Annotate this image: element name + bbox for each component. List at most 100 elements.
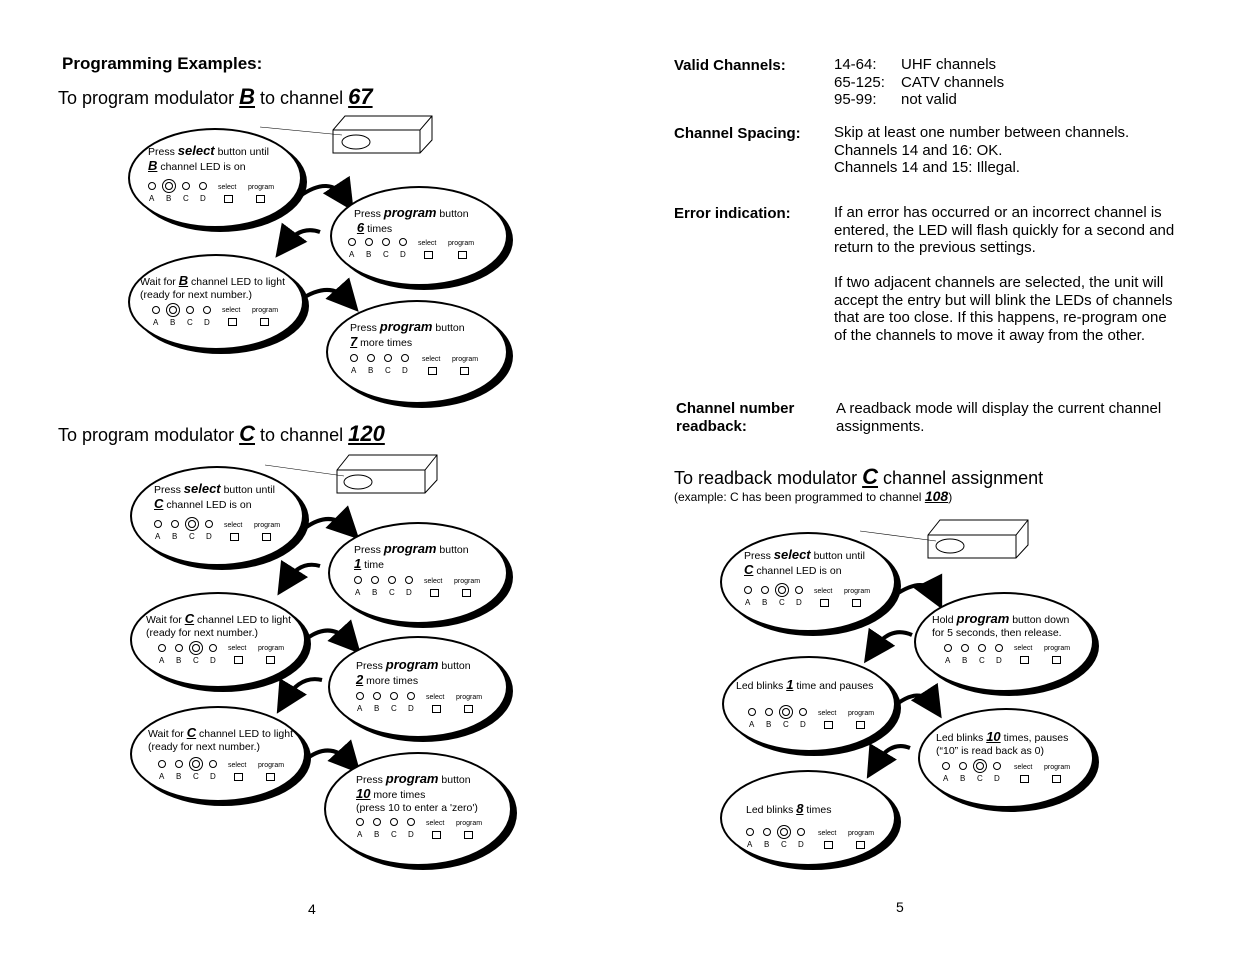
program-label: program bbox=[1044, 764, 1071, 771]
program-label: program bbox=[454, 578, 481, 585]
select-label: select bbox=[1014, 764, 1033, 771]
bubble-text: Wait for C channel LED to light(ready fo… bbox=[148, 725, 293, 753]
select-button-icon bbox=[234, 773, 243, 781]
step-bubble: Wait for B channel LED to light(ready fo… bbox=[128, 254, 304, 350]
led-row bbox=[350, 354, 418, 364]
program-button-icon bbox=[856, 721, 865, 729]
program-button-icon bbox=[1052, 775, 1061, 783]
program-label: program bbox=[254, 522, 281, 529]
led-row bbox=[942, 762, 1010, 772]
program-button-icon bbox=[458, 251, 467, 259]
led-row bbox=[746, 828, 814, 838]
led-row bbox=[348, 238, 416, 248]
select-button-icon bbox=[432, 705, 441, 713]
bubble-text: Led blinks 8 times bbox=[746, 801, 832, 816]
select-button-icon bbox=[430, 589, 439, 597]
select-button-icon bbox=[234, 656, 243, 664]
step-bubble: Wait for C channel LED to light(ready fo… bbox=[130, 706, 306, 802]
program-label: program bbox=[448, 240, 475, 247]
program-button-icon bbox=[852, 599, 861, 607]
example-3-title: To readback modulator C channel assignme… bbox=[674, 464, 1044, 489]
error-indication-label: Error indication: bbox=[674, 205, 791, 222]
select-label: select bbox=[818, 830, 837, 837]
select-label: select bbox=[426, 694, 445, 701]
select-button-icon bbox=[228, 318, 237, 326]
program-label: program bbox=[844, 588, 871, 595]
select-label: select bbox=[224, 522, 243, 529]
page-number-right: 5 bbox=[896, 899, 904, 915]
program-button-icon bbox=[460, 367, 469, 375]
select-label: select bbox=[1014, 645, 1033, 652]
example-3-note: (example: C has been programmed to chann… bbox=[674, 488, 953, 504]
select-label: select bbox=[424, 578, 443, 585]
select-label: select bbox=[814, 588, 833, 595]
select-button-icon bbox=[424, 251, 433, 259]
channel-spacing-label: Channel Spacing: bbox=[674, 125, 801, 142]
led-row bbox=[158, 760, 226, 770]
valid-channels-table: 14-64:UHF channels 65-125:CATV channels … bbox=[834, 56, 1005, 108]
program-label: program bbox=[258, 762, 285, 769]
bubble-text: Press program button 6 times bbox=[354, 205, 469, 235]
select-label: select bbox=[426, 820, 445, 827]
program-label: program bbox=[456, 694, 483, 701]
program-label: program bbox=[456, 820, 483, 827]
led-row bbox=[154, 520, 222, 530]
led-row bbox=[152, 306, 220, 316]
program-button-icon bbox=[462, 589, 471, 597]
program-label: program bbox=[452, 356, 479, 363]
channel-spacing-text: Skip at least one number between channel… bbox=[834, 124, 1130, 176]
example-1-title: To program modulator B to channel 67 bbox=[58, 84, 373, 109]
select-button-icon bbox=[824, 721, 833, 729]
bubble-text: Led blinks 1 time and pauses bbox=[736, 677, 874, 692]
program-label: program bbox=[1044, 645, 1071, 652]
program-label: program bbox=[848, 830, 875, 837]
select-button-icon bbox=[1020, 775, 1029, 783]
led-row bbox=[158, 644, 226, 654]
led-row bbox=[356, 818, 424, 828]
select-button-icon bbox=[820, 599, 829, 607]
program-button-icon bbox=[256, 195, 265, 203]
modulator-device-icon bbox=[264, 454, 438, 494]
program-label: program bbox=[258, 645, 285, 652]
program-button-icon bbox=[464, 705, 473, 713]
error-indication-text: If an error has occurred or an incorrect… bbox=[834, 204, 1175, 344]
program-button-icon bbox=[260, 318, 269, 326]
select-label: select bbox=[422, 356, 441, 363]
program-label: program bbox=[252, 307, 279, 314]
bubble-text: Led blinks 10 times, pauses(“10” is read… bbox=[936, 729, 1069, 757]
program-button-icon bbox=[266, 773, 275, 781]
readback-text: A readback mode will display the current… bbox=[836, 400, 1162, 435]
page-heading: Programming Examples: bbox=[62, 54, 263, 73]
led-row bbox=[744, 586, 812, 596]
led-row bbox=[356, 692, 424, 702]
example-2-title: To program modulator C to channel 120 bbox=[58, 421, 385, 446]
program-label: program bbox=[848, 710, 875, 717]
program-button-icon bbox=[856, 841, 865, 849]
bubble-text: Wait for C channel LED to light(ready fo… bbox=[146, 611, 291, 639]
valid-channels-label: Valid Channels: bbox=[674, 57, 786, 74]
select-button-icon bbox=[230, 533, 239, 541]
